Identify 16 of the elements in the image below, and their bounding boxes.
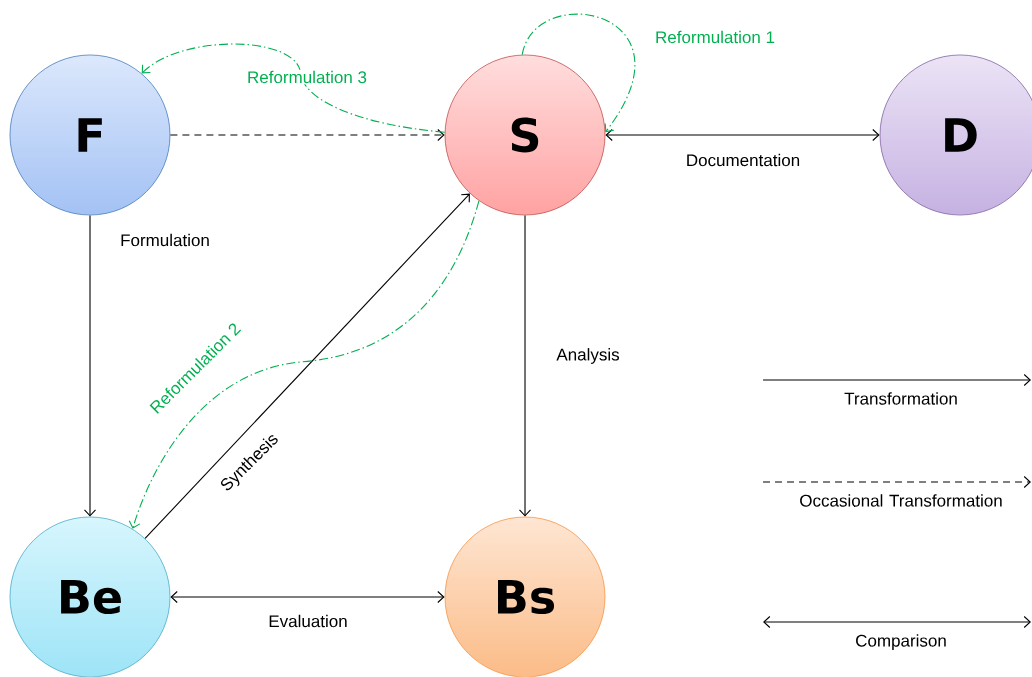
edge-label: Evaluation — [267, 613, 349, 629]
arrow — [605, 128, 880, 142]
edge-label: Formulation — [119, 232, 211, 248]
legend-label: Comparison — [856, 634, 946, 651]
arrow — [169, 128, 445, 142]
arrow — [521, 13, 635, 133]
arrow — [141, 43, 446, 133]
arrow — [83, 214, 97, 517]
edge-label: Reformulation 3 — [246, 69, 368, 85]
edge-label: Reformulation 1 — [654, 29, 776, 45]
arrow — [170, 590, 445, 604]
legend-label: Transformation — [844, 392, 957, 405]
edge-label: Analysis — [555, 347, 621, 365]
arrow — [518, 214, 532, 517]
edge-label: Documentation — [684, 152, 802, 168]
legend-label: Occasional Transformation — [800, 494, 1002, 507]
